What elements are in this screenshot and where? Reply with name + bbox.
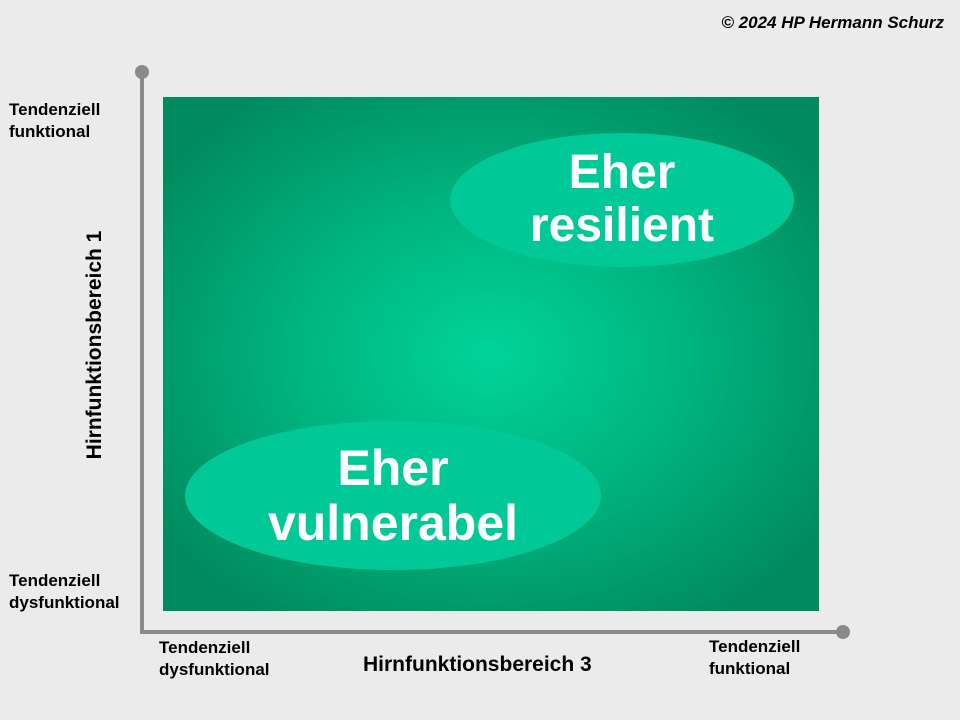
copyright-notice: © 2024 HP Hermann Schurz bbox=[721, 13, 944, 32]
vulnerable-region: Eher vulnerabel bbox=[185, 421, 601, 570]
vulnerable-label-line1: Eher bbox=[337, 439, 449, 496]
y-axis-bottom-label: Tendenziell dysfunktional bbox=[9, 571, 120, 612]
x-axis-title: Hirnfunktionsbereich 3 bbox=[363, 653, 592, 676]
x-axis-left-label: Tendenziell dysfunktional bbox=[159, 638, 270, 679]
x-axis-right-label: Tendenziell funktional bbox=[709, 637, 801, 678]
y-axis-title: Hirnfunktionsbereich 1 bbox=[83, 230, 106, 460]
y-axis-end-dot bbox=[135, 65, 149, 79]
x-axis-end-dot bbox=[836, 625, 850, 639]
resilient-label-line1: Eher bbox=[568, 146, 676, 200]
resilient-region: Eher resilient bbox=[450, 133, 794, 267]
resilient-label-line2: resilient bbox=[529, 199, 715, 252]
y-axis-top-label: Tendenziell funktional bbox=[9, 100, 101, 141]
quadrant-area: Eher resilient Eher vulnerabel bbox=[163, 97, 819, 611]
vulnerable-label-line2: vulnerabel bbox=[267, 494, 519, 551]
